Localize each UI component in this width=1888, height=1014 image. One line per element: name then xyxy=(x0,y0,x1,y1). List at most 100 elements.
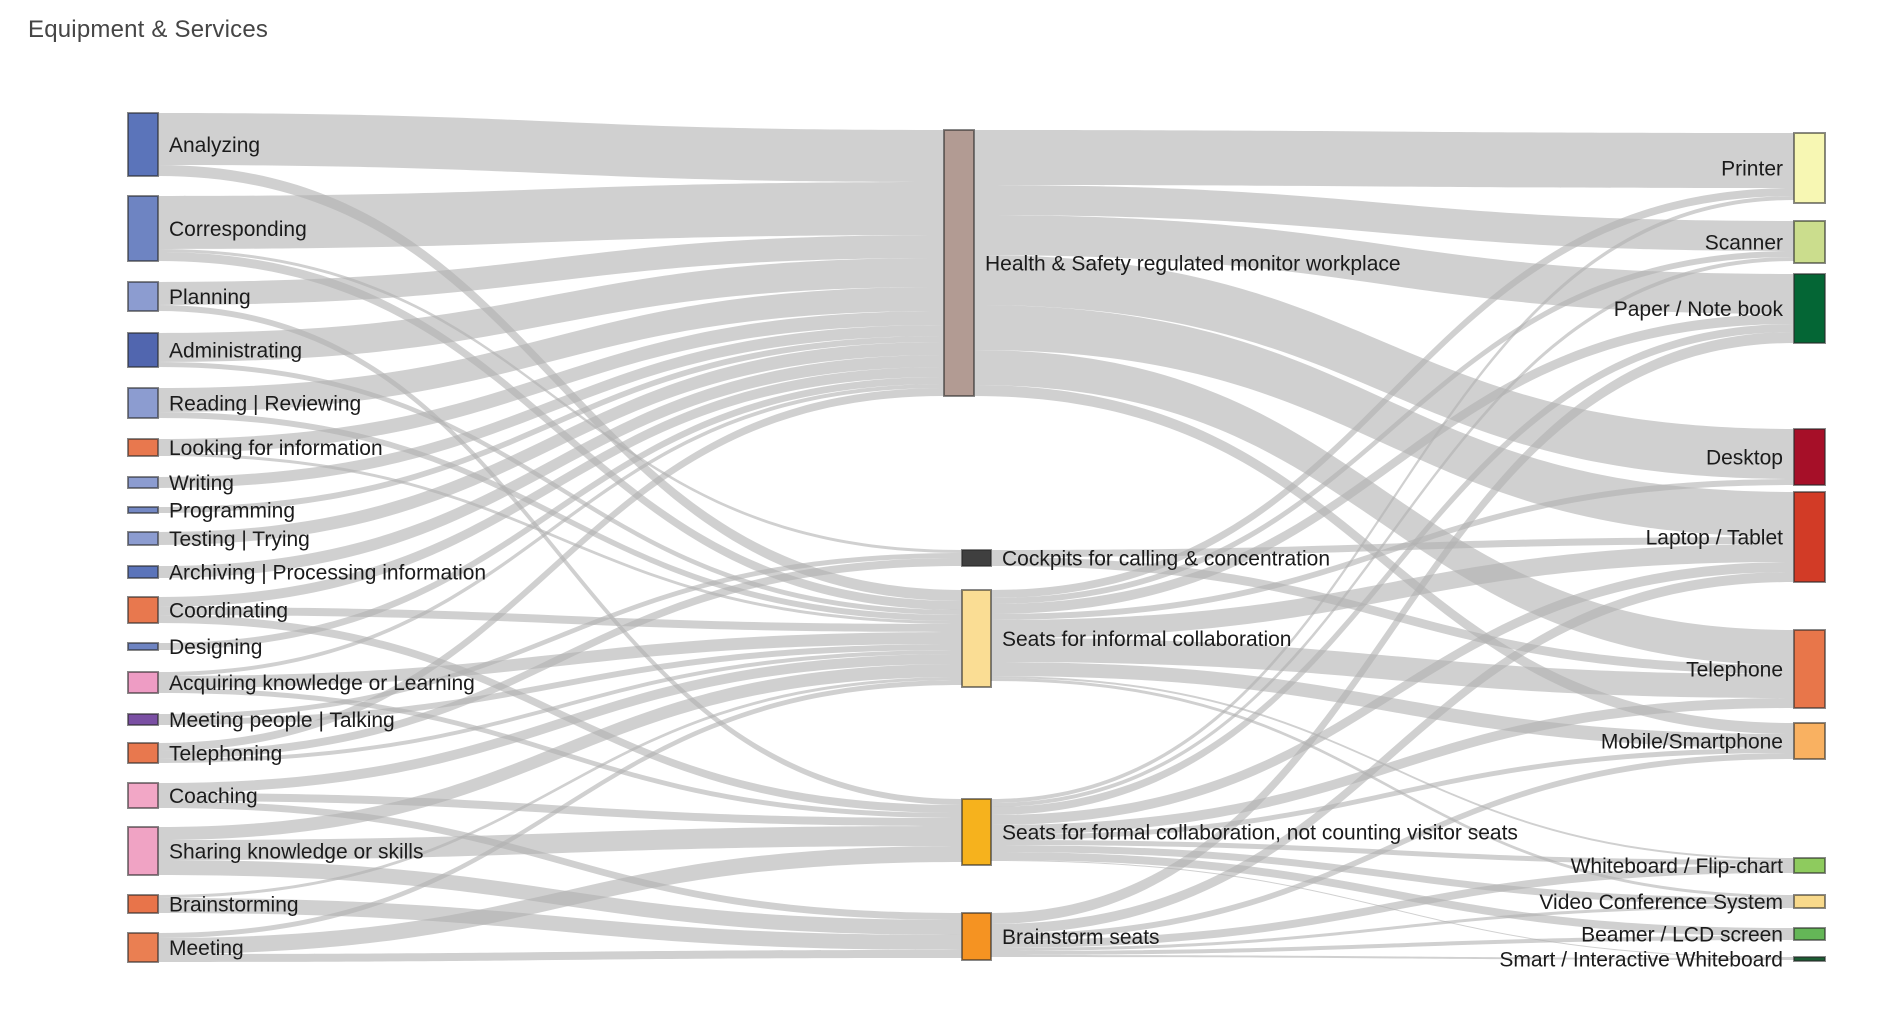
sankey-link-formal-paper[interactable] xyxy=(991,324,1794,815)
sankey-link-formal-laptop[interactable] xyxy=(991,562,1794,825)
sankey-link-administrating-informal[interactable] xyxy=(158,362,962,615)
sankey-link-health-desktop[interactable] xyxy=(974,255,1794,479)
sankey-node-looking[interactable] xyxy=(127,438,159,457)
sankey-link-brainstormseats-beamer[interactable] xyxy=(991,936,1794,955)
sankey-node-whiteboard[interactable] xyxy=(1793,857,1826,874)
sankey-link-writing-health[interactable] xyxy=(158,325,944,488)
sankey-link-sharing-informal[interactable] xyxy=(158,664,962,840)
sankey-link-looking-health[interactable] xyxy=(158,311,944,453)
sankey-link-brainstormseats-smart[interactable] xyxy=(991,955,1794,960)
sankey-link-telephoning-cockpits[interactable] xyxy=(158,558,962,759)
sankey-link-health-mobile[interactable] xyxy=(974,385,1794,734)
sankey-link-formal-beamer[interactable] xyxy=(991,852,1794,936)
sankey-node-telephoning[interactable] xyxy=(127,742,159,764)
sankey-node-informal[interactable] xyxy=(961,589,992,688)
sankey-link-coaching-brainstormseats[interactable] xyxy=(158,801,962,920)
sankey-node-desktop[interactable] xyxy=(1793,428,1826,486)
sankey-node-cockpits[interactable] xyxy=(961,549,992,567)
sankey-link-planning-formal[interactable] xyxy=(158,305,962,805)
sankey-link-coordinating-informal[interactable] xyxy=(158,607,962,632)
sankey-link-brainstorming-informal[interactable] xyxy=(158,677,962,898)
sankey-link-formal-mobile[interactable] xyxy=(991,748,1794,840)
sankey-link-informal-scanner[interactable] xyxy=(991,251,1794,604)
sankey-link-informal-desktop[interactable] xyxy=(991,479,1794,620)
sankey-link-administrating-health[interactable] xyxy=(158,258,944,362)
sankey-link-meeting-formal[interactable] xyxy=(158,846,962,954)
sankey-link-informal-laptop[interactable] xyxy=(991,544,1794,638)
sankey-node-laptop[interactable] xyxy=(1793,491,1826,583)
sankey-link-reading-informal[interactable] xyxy=(158,412,962,621)
sankey-node-mobile[interactable] xyxy=(1793,722,1826,760)
sankey-link-telephoning-informal[interactable] xyxy=(158,650,962,763)
sankey-link-formal-telephone[interactable] xyxy=(991,698,1794,835)
sankey-link-corresponding-health[interactable] xyxy=(158,182,944,249)
sankey-link-coordinating-health[interactable] xyxy=(158,367,944,607)
sankey-node-reading[interactable] xyxy=(127,387,159,419)
sankey-node-analyzing[interactable] xyxy=(127,112,159,177)
sankey-node-smart[interactable] xyxy=(1793,956,1826,962)
sankey-node-coaching[interactable] xyxy=(127,782,159,809)
sankey-node-meetingpeople[interactable] xyxy=(127,713,159,726)
sankey-link-formal-printer[interactable] xyxy=(991,196,1794,803)
sankey-node-corresponding[interactable] xyxy=(127,195,159,262)
sankey-link-brainstormseats-mobile[interactable] xyxy=(991,753,1794,940)
sankey-link-health-printer[interactable] xyxy=(974,130,1794,188)
sankey-node-scanner[interactable] xyxy=(1793,220,1826,264)
sankey-node-telephone[interactable] xyxy=(1793,629,1826,709)
sankey-link-meeting-brainstormseats[interactable] xyxy=(158,950,962,962)
sankey-node-beamer[interactable] xyxy=(1793,927,1826,941)
sankey-link-brainstormseats-paper[interactable] xyxy=(991,332,1794,924)
sankey-node-testing[interactable] xyxy=(127,531,159,546)
sankey-link-sharing-formal[interactable] xyxy=(158,826,962,860)
sankey-node-brainstorming[interactable] xyxy=(127,894,159,914)
sankey-node-designing[interactable] xyxy=(127,642,159,651)
sankey-link-telephoning-health[interactable] xyxy=(158,388,944,751)
sankey-link-health-laptop[interactable] xyxy=(974,305,1794,537)
sankey-link-looking-informal[interactable] xyxy=(158,453,962,624)
node-label-beamer: Beamer / LCD screen xyxy=(1581,923,1783,946)
sankey-link-brainstormseats-whiteboard[interactable] xyxy=(991,865,1794,948)
sankey-node-sharing[interactable] xyxy=(127,826,159,876)
sankey-node-meeting[interactable] xyxy=(127,932,159,963)
sankey-node-coordinating[interactable] xyxy=(127,596,159,624)
sankey-link-meeting-informal[interactable] xyxy=(158,680,962,938)
sankey-node-programming[interactable] xyxy=(127,506,159,514)
sankey-link-informal-telephone[interactable] xyxy=(991,638,1794,698)
sankey-link-acquiring-health[interactable] xyxy=(158,384,944,676)
sankey-link-informal-video[interactable] xyxy=(991,678,1794,898)
sankey-link-cockpits-telephone[interactable] xyxy=(991,557,1794,674)
sankey-node-brainstormseats[interactable] xyxy=(961,912,992,961)
sankey-node-acquiring[interactable] xyxy=(127,671,159,694)
sankey-link-informal-mobile[interactable] xyxy=(991,662,1794,748)
sankey-link-designing-health[interactable] xyxy=(158,377,944,650)
sankey-node-formal[interactable] xyxy=(961,798,992,866)
sankey-link-coordinating-formal[interactable] xyxy=(158,615,962,813)
sankey-link-formal-whiteboard[interactable] xyxy=(991,840,1794,865)
sankey-link-analyzing-health[interactable] xyxy=(158,113,944,182)
sankey-node-writing[interactable] xyxy=(127,476,159,489)
sankey-node-archiving[interactable] xyxy=(127,565,159,579)
sankey-link-formal-video[interactable] xyxy=(991,845,1794,905)
sankey-node-planning[interactable] xyxy=(127,281,159,312)
sankey-link-planning-health[interactable] xyxy=(158,235,944,305)
sankey-link-reading-health[interactable] xyxy=(158,287,944,412)
sankey-node-video[interactable] xyxy=(1793,894,1826,909)
sankey-link-programming-health[interactable] xyxy=(158,336,944,513)
sankey-link-formal-scanner[interactable] xyxy=(991,257,1794,807)
sankey-link-health-paper[interactable] xyxy=(974,215,1794,314)
sankey-node-health[interactable] xyxy=(943,129,975,397)
sankey-link-coaching-informal[interactable] xyxy=(158,654,962,793)
sankey-link-meetingpeople-informal[interactable] xyxy=(158,644,962,725)
sankey-node-printer[interactable] xyxy=(1793,132,1826,204)
sankey-link-informal-printer[interactable] xyxy=(991,188,1794,598)
sankey-link-corresponding-informal[interactable] xyxy=(158,252,962,610)
sankey-link-testing-health[interactable] xyxy=(158,342,944,545)
sankey-node-paper[interactable] xyxy=(1793,273,1826,344)
sankey-link-archiving-health[interactable] xyxy=(158,355,944,578)
sankey-link-informal-paper[interactable] xyxy=(991,314,1794,614)
sankey-link-brainstormseats-laptop[interactable] xyxy=(991,572,1794,934)
sankey-link-health-telephone[interactable] xyxy=(974,350,1794,665)
sankey-link-brainstormseats-video[interactable] xyxy=(991,905,1794,951)
sankey-node-administrating[interactable] xyxy=(127,332,159,368)
sankey-link-meetingpeople-cockpits[interactable] xyxy=(158,553,962,719)
